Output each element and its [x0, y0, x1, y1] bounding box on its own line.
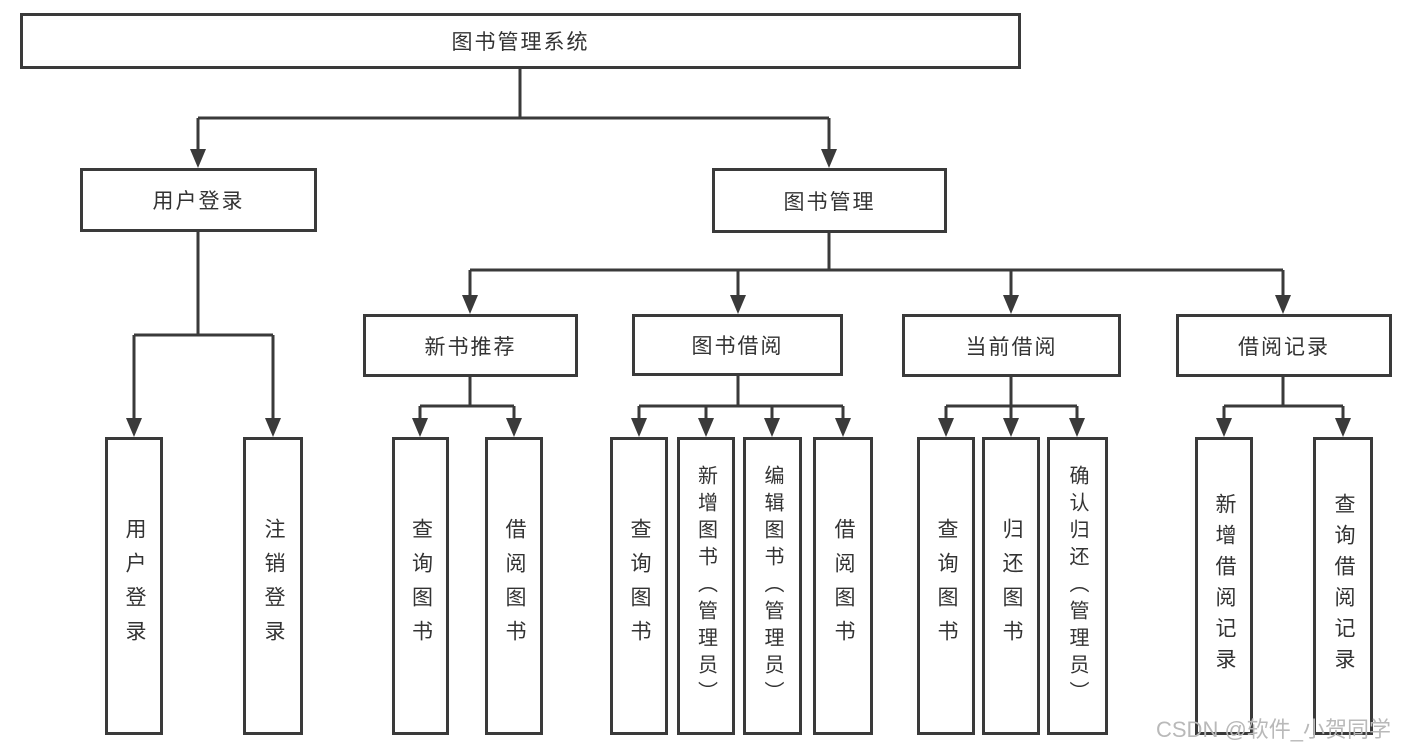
- leaf-query-borrow-record-label: 查询借阅记录: [1332, 493, 1355, 679]
- node-borrowing-records: 借阅记录: [1176, 314, 1392, 377]
- leaf-query-books-3-label: 查询图书: [935, 518, 958, 654]
- leaf-borrow-books-1: 借阅图书: [485, 437, 543, 735]
- leaf-query-books-2-label: 查询图书: [628, 518, 651, 654]
- node-current-borrowing-label: 当前借阅: [965, 335, 1058, 359]
- leaf-edit-books-admin-label: 编辑图书（管理员）: [761, 464, 783, 708]
- node-borrowing-records-label: 借阅记录: [1238, 335, 1330, 359]
- leaf-return-books: 归还图书: [982, 437, 1040, 735]
- node-book-borrowing: 图书借阅: [632, 314, 843, 376]
- leaf-logout: 注销登录: [243, 437, 303, 735]
- leaf-borrow-books-1-label: 借阅图书: [503, 518, 526, 654]
- node-book-management: 图书管理: [712, 168, 947, 233]
- node-user-login: 用户登录: [80, 168, 317, 232]
- csdn-watermark: CSDN @软件_小贺同学: [1156, 717, 1392, 742]
- node-book-management-label: 图书管理: [783, 190, 876, 214]
- node-root: 图书管理系统: [20, 13, 1021, 69]
- node-current-borrowing: 当前借阅: [902, 314, 1121, 377]
- leaf-add-borrow-record-label: 新增借阅记录: [1213, 493, 1236, 679]
- leaf-add-books-admin-label: 新增图书（管理员）: [694, 464, 717, 708]
- node-root-label: 图书管理系统: [451, 31, 590, 54]
- node-new-book-recommend: 新书推荐: [363, 314, 578, 377]
- leaf-query-borrow-record: 查询借阅记录: [1313, 437, 1373, 735]
- leaf-borrow-books-2: 借阅图书: [813, 437, 873, 735]
- leaf-logout-label: 注销登录: [262, 518, 285, 654]
- node-book-borrowing-label: 图书借阅: [691, 335, 784, 358]
- leaf-query-books-1: 查询图书: [392, 437, 449, 735]
- leaf-confirm-return-admin-label: 确认归还（管理员）: [1066, 464, 1088, 708]
- leaf-add-books-admin: 新增图书（管理员）: [677, 437, 735, 735]
- leaf-user-login-label: 用户登录: [123, 518, 146, 654]
- leaf-borrow-books-2-label: 借阅图书: [832, 518, 855, 654]
- leaf-return-books-label: 归还图书: [1000, 518, 1023, 654]
- leaf-add-borrow-record: 新增借阅记录: [1195, 437, 1253, 735]
- leaf-confirm-return-admin: 确认归还（管理员）: [1047, 437, 1108, 735]
- leaf-query-books-3: 查询图书: [917, 437, 975, 735]
- leaf-edit-books-admin: 编辑图书（管理员）: [743, 437, 802, 735]
- leaf-query-books-1-label: 查询图书: [409, 518, 433, 654]
- node-new-book-recommend-label: 新书推荐: [424, 335, 517, 359]
- leaf-query-books-2: 查询图书: [610, 437, 668, 735]
- arrowheads: [126, 149, 1351, 437]
- leaf-user-login: 用户登录: [105, 437, 163, 735]
- node-user-login-label: 用户登录: [152, 190, 245, 213]
